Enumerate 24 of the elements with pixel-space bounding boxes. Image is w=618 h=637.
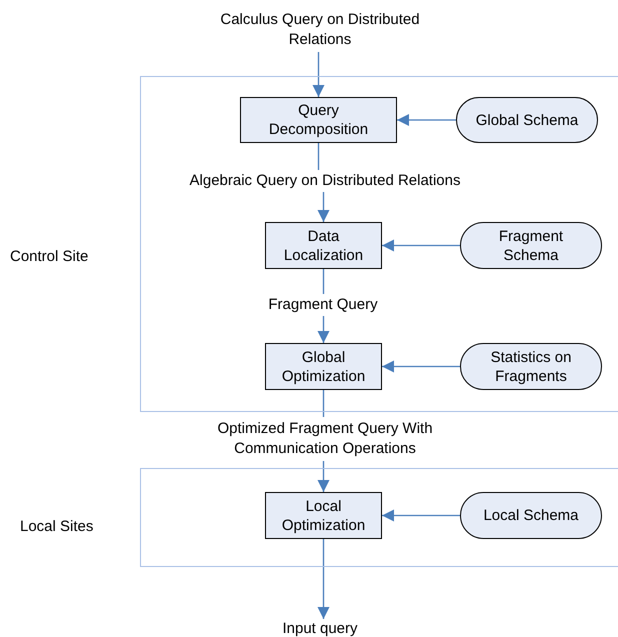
query-label: Input query: [260, 619, 380, 637]
arrow: [382, 360, 460, 372]
arrow: [312, 52, 324, 97]
schema-pill: Fragment Schema: [460, 222, 602, 269]
query-label: Calculus Query on Distributed Relations: [195, 8, 445, 52]
process-box: Local Optimization: [265, 492, 382, 539]
query-label: Optimized Fragment Query With Communication Operations: [195, 417, 455, 461]
process-box: Global Optimization: [265, 343, 382, 390]
arrow: [382, 510, 460, 522]
site-label: Local Sites: [20, 517, 94, 537]
process-box: Query Decomposition: [240, 97, 397, 143]
query-label: Algebraic Query on Distributed Relations: [160, 170, 490, 192]
arrow: [318, 539, 330, 619]
schema-pill: Statistics on Fragments: [460, 343, 602, 390]
arrow: [318, 316, 330, 343]
arrow: [397, 114, 456, 126]
schema-pill: Global Schema: [456, 97, 598, 143]
arrow: [318, 461, 330, 492]
arrow: [382, 240, 460, 252]
schema-pill: Local Schema: [460, 492, 602, 539]
process-box: Data Localization: [265, 222, 382, 269]
arrow: [318, 192, 330, 222]
site-label: Control Site: [10, 247, 88, 267]
query-label: Fragment Query: [255, 294, 391, 316]
